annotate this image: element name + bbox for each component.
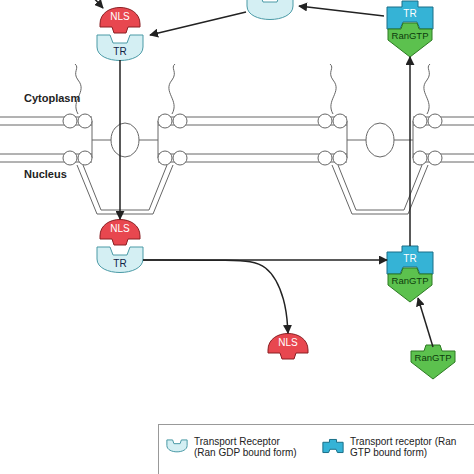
region-label: Nucleus xyxy=(24,168,67,180)
node-label: NLS xyxy=(98,11,142,23)
central-plug xyxy=(366,123,394,157)
pore-ring xyxy=(63,151,77,165)
node-label: TR xyxy=(95,258,145,270)
pore-ring xyxy=(428,114,442,128)
transport-arrow xyxy=(409,57,411,246)
cytoplasmic-filament xyxy=(330,64,336,114)
nuclear-basket xyxy=(77,165,173,214)
legend-text: Transport Receptor (Ran GDP bound form) xyxy=(194,436,302,458)
pore-ring xyxy=(413,114,427,128)
pore-spoke xyxy=(394,140,413,141)
pore-ring xyxy=(78,114,92,128)
transport-receptor-gdp: TR xyxy=(95,245,145,275)
nls-cargo: NLS xyxy=(98,4,142,34)
ran-gtp: RanGTP xyxy=(408,346,458,380)
legend-swatch xyxy=(167,440,187,452)
node-label: RanGTP xyxy=(385,30,435,42)
transport-receptor-gdp: TR xyxy=(95,33,145,63)
pore-ring xyxy=(318,151,332,165)
legend-sample xyxy=(322,439,344,453)
pore-ring xyxy=(413,151,427,165)
pore-ring xyxy=(318,114,332,128)
pore-ring xyxy=(158,114,172,128)
pore-ring xyxy=(63,114,77,128)
import-arrow xyxy=(92,0,103,8)
cytoplasmic-filament xyxy=(75,64,81,114)
recycle-arrow xyxy=(299,6,384,16)
pore-ring xyxy=(333,114,347,128)
legend-sample xyxy=(166,439,188,453)
central-plug xyxy=(111,123,139,157)
pore-ring xyxy=(173,114,187,128)
transport-arrow xyxy=(143,259,387,261)
cytoplasmic-filament xyxy=(169,64,175,114)
transport-arrow xyxy=(418,298,433,347)
pore-spoke xyxy=(92,140,111,141)
pore-spoke xyxy=(347,140,366,141)
pore-channel xyxy=(92,114,158,165)
nuclear-basket xyxy=(332,165,428,214)
node-label: RanGTP xyxy=(385,275,435,287)
pore-ring xyxy=(428,151,442,165)
ran-gtp: RanGTP xyxy=(385,24,435,58)
node-label: TR xyxy=(385,8,435,20)
node-label: NLS xyxy=(266,337,310,349)
node-label: TR xyxy=(95,46,145,58)
transport-arrow xyxy=(119,60,121,219)
nls-cargo: NLS xyxy=(98,216,142,246)
region-label: Cytoplasm xyxy=(24,92,80,104)
node-label: NLS xyxy=(98,223,142,235)
pore-ring xyxy=(78,151,92,165)
recycle-arrow xyxy=(150,12,246,35)
pore-ring xyxy=(158,151,172,165)
legend-swatch xyxy=(323,439,343,452)
free-transport-receptor xyxy=(247,0,293,20)
legend-text: Transport receptor (Ran GTP bound form) xyxy=(350,436,458,458)
cytoplasmic-filament xyxy=(424,64,430,114)
node-label: TR xyxy=(385,253,435,265)
pore-channel xyxy=(347,114,413,165)
nuclear-basket xyxy=(338,165,422,210)
pore-ring xyxy=(173,151,187,165)
transport-arrow xyxy=(143,260,288,333)
nls-cargo: NLS xyxy=(266,330,310,360)
ran-gtp: RanGTP xyxy=(385,269,435,303)
node-label: RanGTP xyxy=(408,352,458,364)
pore-ring xyxy=(333,151,347,165)
nuclear-basket xyxy=(83,165,167,210)
pore-spoke xyxy=(139,140,158,141)
